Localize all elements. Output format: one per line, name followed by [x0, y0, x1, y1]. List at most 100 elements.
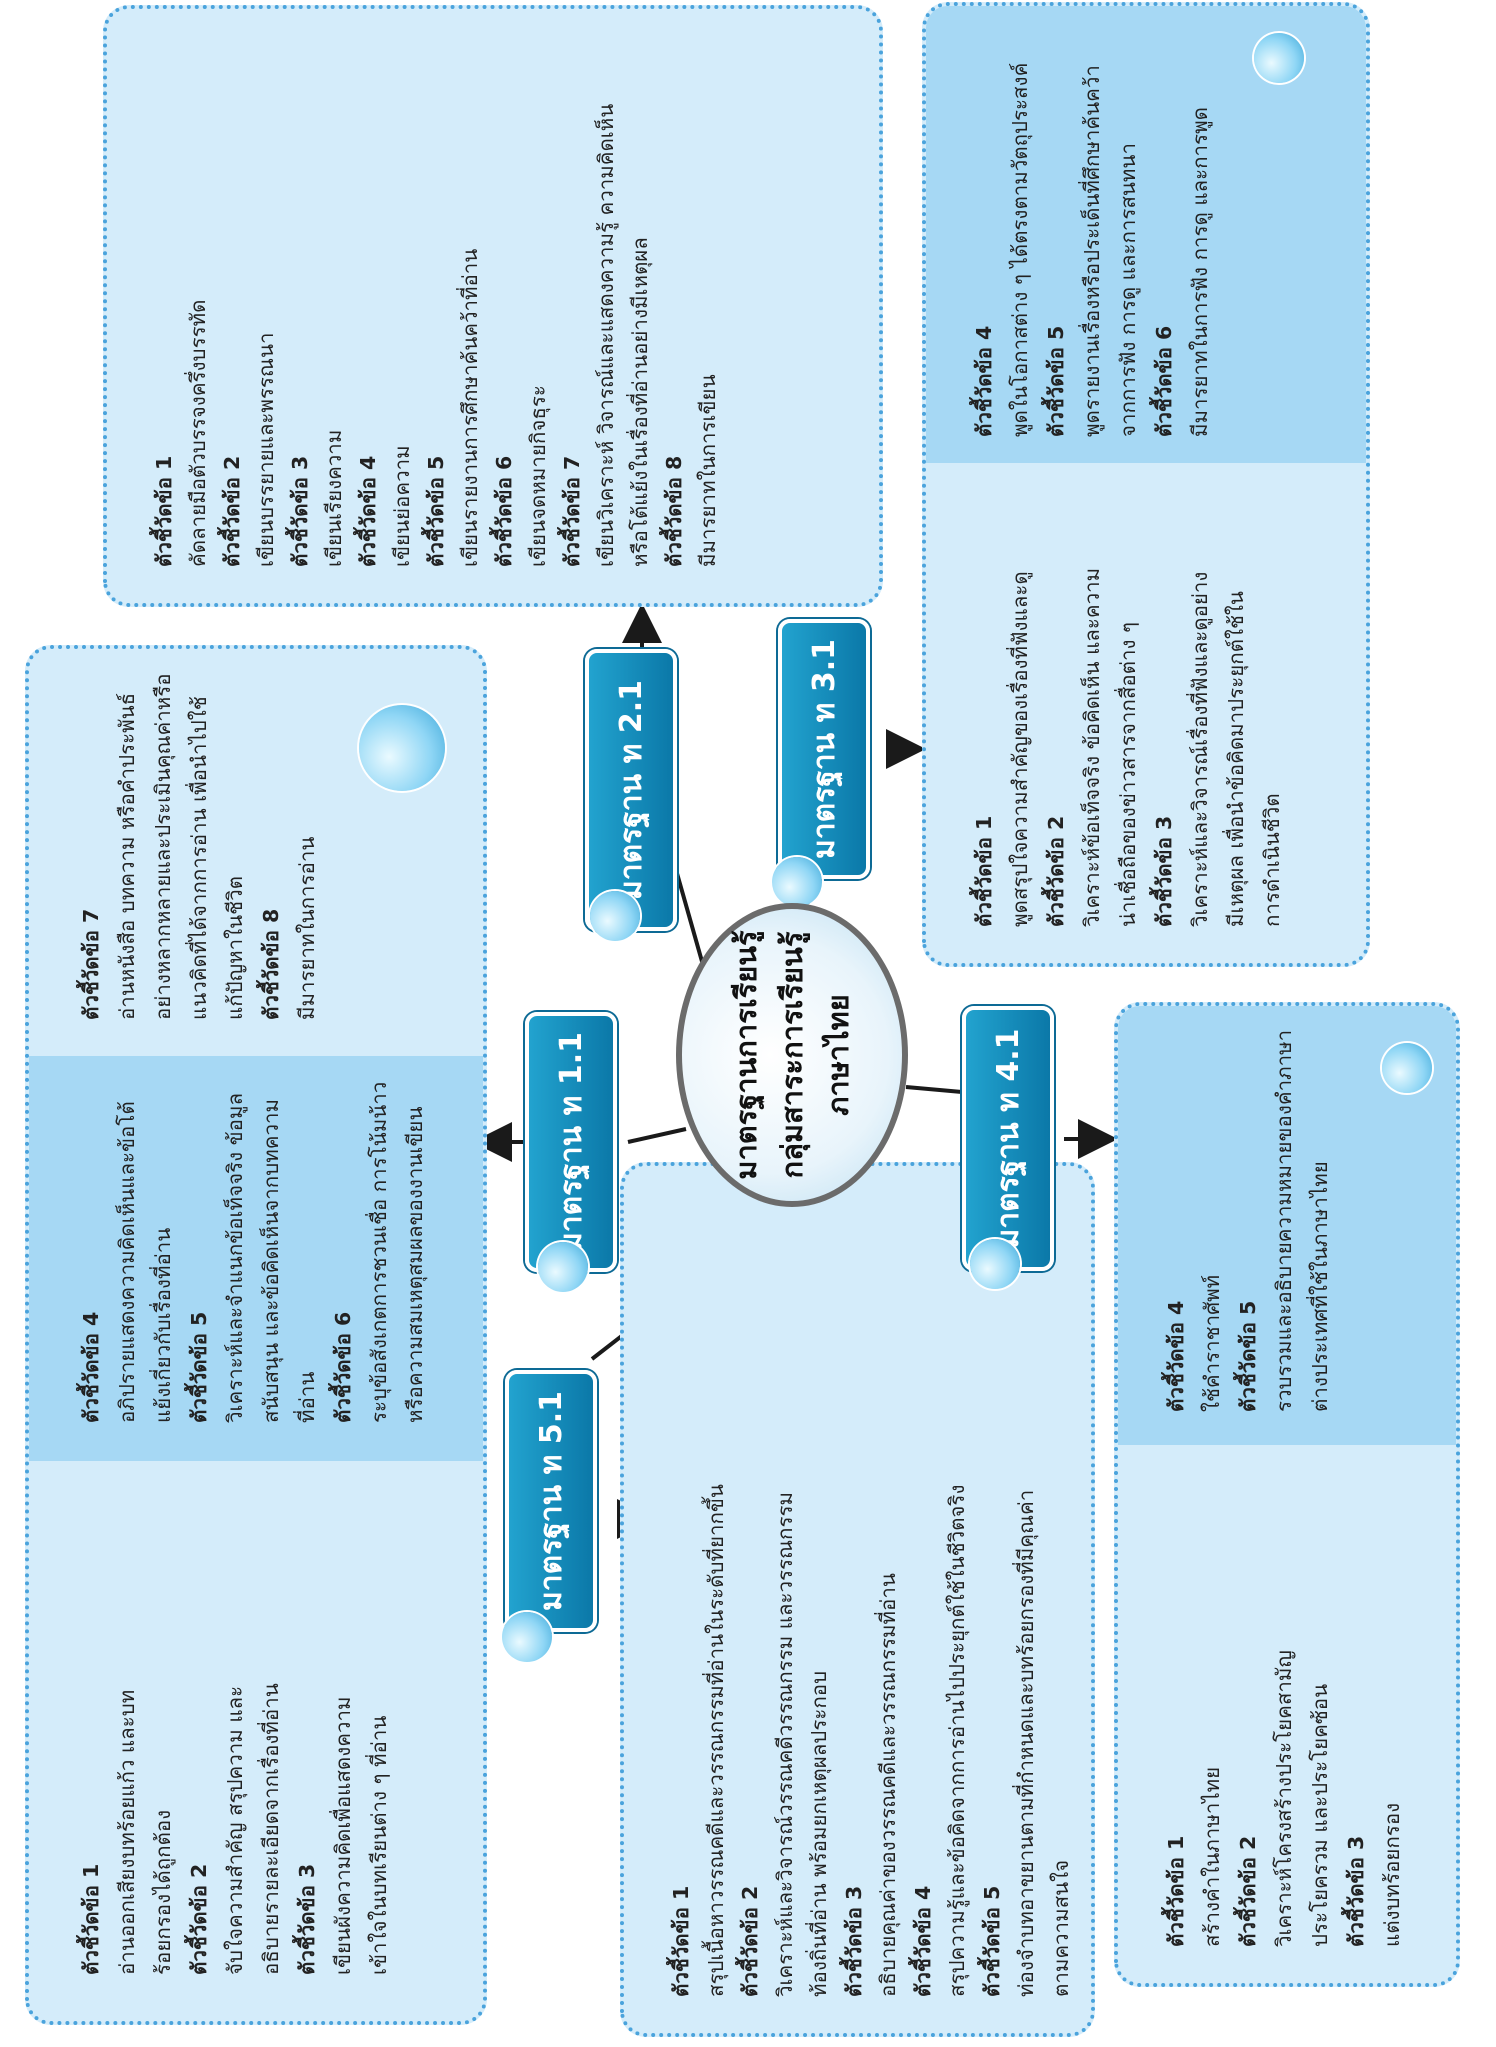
panel-standard-5-1: ตัวชี้วัดข้อ 1 สรุปเนื้อหาวรรณคดีและวรรณก…: [620, 1162, 1095, 2037]
panel-standard-2-1: ตัวชี้วัดข้อ 1 คัดลายมือตัวบรรจงครึ่งบรรท…: [103, 5, 883, 607]
indicator-text: อ่านหนังสือ บทความ หรือคำประพันธ์: [115, 692, 139, 1020]
indicator-heading: ตัวชี้วัดข้อ 4: [1164, 1300, 1188, 1412]
indicator-heading: ตัวชี้วัดข้อ 5: [187, 1311, 211, 1423]
node-label: มาตรฐาน ท 3.1: [806, 639, 842, 859]
mascot-icon: [1382, 1043, 1432, 1093]
panel-11-group-b: ตัวชี้วัดข้อ 4 อภิปรายแสดงความคิดเห็นและข…: [63, 1059, 443, 1439]
mascot-icon: [1254, 33, 1304, 83]
indicator-heading: ตัวชี้วัดข้อ 4: [972, 325, 996, 437]
panel-standard-4-1: ตัวชี้วัดข้อ 1 สร้างคำในภาษาไทย ตัวชี้วัดข…: [1114, 1002, 1460, 1987]
node-standard-4-1[interactable]: มาตรฐาน ท 4.1: [962, 1006, 1054, 1271]
node-label: มาตรฐาน ท 1.1: [553, 1032, 589, 1252]
indicator-text: ประโยครวม และประโยคซ้อน: [1308, 1683, 1332, 1947]
indicator-heading: ตัวชี้วัดข้อ 2: [738, 1885, 762, 1997]
mascot-icon: [502, 1612, 552, 1662]
node-label: มาตรฐาน ท 5.1: [533, 1391, 569, 1611]
indicator-heading: ตัวชี้วัดข้อ 4: [79, 1311, 103, 1423]
indicator-text: จับใจความสำคัญ สรุปความ และ: [223, 1685, 247, 1975]
indicator-heading: ตัวชี้วัดข้อ 1: [79, 1863, 103, 1975]
indicator-heading: ตัวชี้วัดข้อ 3: [1152, 815, 1176, 927]
indicator-heading: ตัวชี้วัดข้อ 8: [662, 455, 686, 567]
indicator-text: เขียนวิเคราะห์ วิจารณ์และแสดงความรู้ ควา…: [594, 103, 618, 567]
indicator-heading: ตัวชี้วัดข้อ 2: [1044, 815, 1068, 927]
indicator-heading: ตัวชี้วัดข้อ 1: [972, 815, 996, 927]
indicator-text: อภิปรายแสดงความคิดเห็นและข้อโต้: [115, 1101, 139, 1423]
indicator-heading: ตัวชี้วัดข้อ 5: [424, 455, 448, 567]
indicator-text: ตามความสนใจ: [1048, 1859, 1073, 1997]
indicator-text: หรือโต้แย้งในเรื่องที่อ่านอย่างมีเหตุผล: [628, 237, 652, 567]
indicator-text: สร้างคำในภาษาไทย: [1200, 1766, 1224, 1947]
indicator-text: น่าเชื่อถือของข่าวสารจากสื่อต่าง ๆ: [1116, 621, 1140, 927]
indicator-text: เขียนผังความคิดเพื่อแสดงความ: [331, 1696, 355, 1975]
indicator-heading: ตัวชี้วัดข้อ 3: [295, 1863, 319, 1975]
indicator-text: เข้าใจในบทเรียนต่าง ๆ ที่อ่าน: [367, 1715, 391, 1975]
indicator-heading: ตัวชี้วัดข้อ 6: [331, 1311, 355, 1423]
indicator-text: สนับสนุน และข้อคิดเห็นจากบทความ: [259, 1099, 283, 1423]
indicator-text: จากการฟัง การดู และการสนทนา: [1116, 143, 1140, 437]
indicator-text: แย้งเกี่ยวกับเรื่องที่อ่าน: [151, 1227, 175, 1423]
indicator-heading: ตัวชี้วัดข้อ 3: [288, 455, 312, 567]
indicator-text: ระบุข้อสังเกตการชวนเชื่อ การโน้มน้าว: [367, 1081, 391, 1423]
indicator-text: วิเคราะห์โครงสร้างประโยคสามัญ: [1272, 1650, 1296, 1947]
central-title-line-1: มาตรฐานการเรียนรู้: [729, 930, 763, 1180]
indicator-text: พูดสรุปใจความสำคัญของเรื่องที่ฟังและดู: [1008, 571, 1032, 927]
panel-standard-3-1: ตัวชี้วัดข้อ 1 พูดสรุปใจความสำคัญของเรื่อ…: [922, 2, 1370, 967]
indicator-text: เขียนจดหมายกิจธุระ: [526, 385, 550, 567]
indicator-text: มีเหตุผล เพื่อนำข้อคิดมาประยุกต์ใช้ใน: [1224, 591, 1248, 927]
indicator-text: มีมารยาทในการเขียน: [696, 374, 720, 567]
indicator-heading: ตัวชี้วัดข้อ 1: [152, 455, 176, 567]
indicator-text: อธิบายคุณค่าของวรรณคดีและวรรณกรรมที่อ่าน: [876, 1573, 900, 1997]
node-standard-5-1[interactable]: มาตรฐาน ท 5.1: [505, 1370, 597, 1632]
indicator-heading: ตัวชี้วัดข้อ 2: [220, 455, 244, 567]
central-title-line-3: ภาษาไทย: [821, 994, 855, 1116]
indicator-text: อธิบายรายละเอียดจากเรื่องที่อ่าน: [259, 1683, 283, 1975]
indicator-text: สรุปเนื้อหาวรรณคดีและวรรณกรรมที่อ่านในระ…: [703, 1484, 728, 1997]
indicator-text: ท้องถิ่นที่อ่าน พร้อมยกเหตุผลประกอบ: [807, 1670, 831, 1997]
indicator-text: เขียนเรียงความ: [322, 429, 346, 567]
indicator-heading: ตัวชี้วัดข้อ 5: [979, 1885, 1004, 1997]
mascot-icon: [538, 1242, 588, 1292]
indicator-heading: ตัวชี้วัดข้อ 2: [187, 1863, 211, 1975]
panel-51-list: ตัวชี้วัดข้อ 1 สรุปเนื้อหาวรรณคดีและวรรณก…: [654, 1178, 1088, 2013]
link-center-s41: [905, 1085, 963, 1094]
indicator-heading: ตัวชี้วัดข้อ 8: [259, 908, 283, 1020]
panel-11-group-a: ตัวชี้วัดข้อ 1 อ่านออกเสียงบทร้อยแก้ว และ…: [63, 1461, 407, 1991]
indicator-heading: ตัวชี้วัดข้อ 7: [79, 908, 103, 1020]
node-label: มาตรฐาน ท 2.1: [613, 680, 649, 900]
indicator-heading: ตัวชี้วัดข้อ 4: [356, 455, 380, 567]
indicator-text: การดำเนินชีวิต: [1260, 793, 1284, 927]
indicator-text: ต่างประเทศที่ใช้ในภาษาไทย: [1308, 1161, 1332, 1412]
indicator-text: เขียนรายงานการศึกษาค้นคว้าที่อ่าน: [458, 248, 482, 567]
panel-21-list: ตัวชี้วัดข้อ 1 คัดลายมือตัวบรรจงครึ่งบรรท…: [137, 23, 735, 583]
node-label: มาตรฐาน ท 4.1: [990, 1028, 1026, 1249]
indicator-text: วิเคราะห์และวิจารณ์วรรณคดีวรรณกรรม และวร…: [772, 1491, 797, 1997]
indicator-text: มีมารยาทในการฟัง การดู และการพูด: [1188, 107, 1212, 437]
indicator-text: เขียนย่อความ: [390, 445, 414, 567]
indicator-text: ท่องจำบทอาขยานตามที่กำหนดและบทร้อยกรองที…: [1014, 1489, 1038, 1997]
indicator-heading: ตัวชี้วัดข้อ 5: [1044, 325, 1068, 437]
indicator-heading: ตัวชี้วัดข้อ 6: [1152, 325, 1176, 437]
node-standard-2-1[interactable]: มาตรฐาน ท 2.1: [585, 649, 677, 931]
central-topic: มาตรฐานการเรียนรู้ กลุ่มสาระการเรียนรู้ …: [676, 903, 908, 1207]
indicator-heading: ตัวชี้วัดข้อ 4: [910, 1885, 935, 1997]
link-center-s11: [627, 1127, 687, 1144]
indicator-text: ที่อ่าน: [295, 1371, 319, 1423]
central-title-line-2: กลุ่มสาระการเรียนรู้: [775, 931, 809, 1179]
indicator-heading: ตัวชี้วัดข้อ 1: [1164, 1835, 1188, 1947]
indicator-heading: ตัวชี้วัดข้อ 2: [1236, 1835, 1260, 1947]
indicator-heading: ตัวชี้วัดข้อ 1: [669, 1885, 693, 1997]
node-standard-3-1[interactable]: มาตรฐาน ท 3.1: [778, 619, 870, 879]
indicator-text: หรือความสมเหตุสมผลของงานเขียน: [403, 1106, 427, 1423]
node-standard-1-1[interactable]: มาตรฐาน ท 1.1: [525, 1012, 617, 1272]
mascot-icon: [772, 857, 822, 907]
indicator-text: อ่านออกเสียงบทร้อยแก้ว และบท: [115, 1689, 139, 1975]
indicator-text: เขียนบรรยายและพรรณนา: [254, 332, 278, 567]
mascot-icon: [970, 1239, 1020, 1289]
indicator-heading: ตัวชี้วัดข้อ 6: [492, 455, 516, 567]
indicator-text: ใช้คำราชาศัพท์: [1200, 1274, 1224, 1412]
indicator-text: วิเคราะห์และวิจารณ์เรื่องที่ฟังและดูอย่า…: [1188, 571, 1212, 927]
indicator-text: คัดลายมือตัวบรรจงครึ่งบรรทัด: [186, 299, 210, 567]
